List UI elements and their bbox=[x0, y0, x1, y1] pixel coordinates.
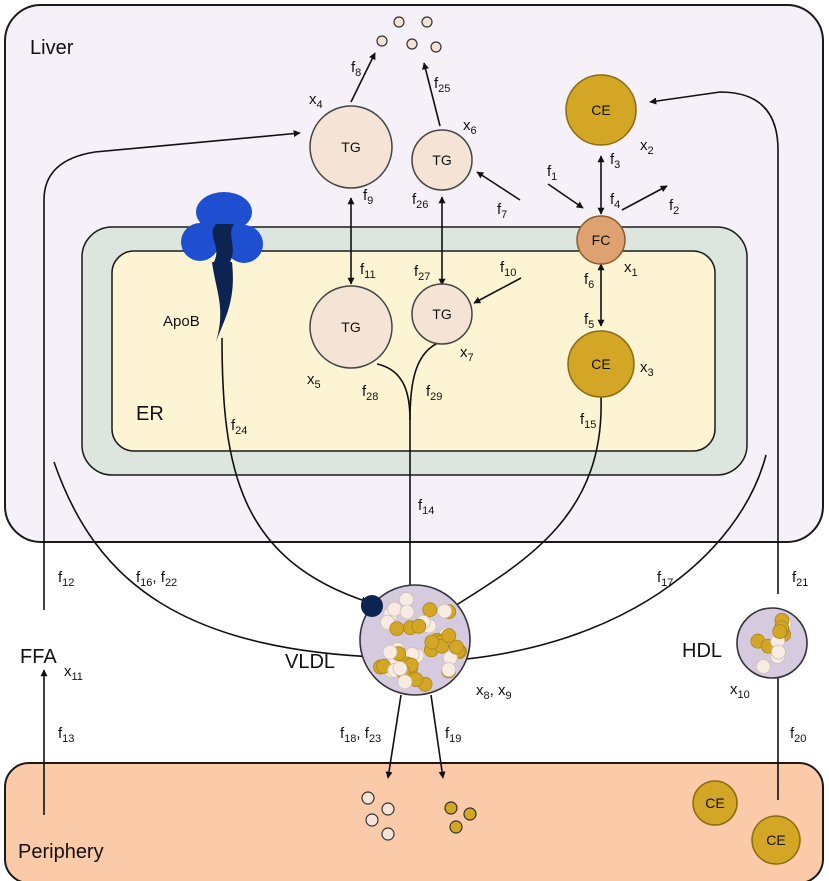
tg-droplet bbox=[387, 601, 403, 617]
ce-node-x3: CE bbox=[567, 330, 635, 398]
flux-f8: f8 bbox=[351, 59, 361, 79]
tg-droplet bbox=[441, 662, 457, 677]
ce-node-x2: CE bbox=[565, 74, 637, 146]
flux-f18-f23: f18, f23 bbox=[340, 725, 381, 745]
tg-node-x6: TG bbox=[411, 129, 473, 191]
tg-droplet bbox=[771, 644, 786, 660]
arrow-f18-f23 bbox=[385, 694, 402, 779]
ce-droplet bbox=[389, 621, 405, 636]
tg-droplet bbox=[382, 644, 398, 660]
arrow-f12 bbox=[43, 130, 301, 610]
arrow-f24 bbox=[221, 337, 369, 604]
svg-text:FC: FC bbox=[592, 232, 611, 248]
flux-f21: f21 bbox=[792, 569, 808, 589]
flux-f12: f12 bbox=[58, 569, 74, 589]
arrow-f1 bbox=[547, 183, 584, 209]
state-x11: x11 bbox=[64, 663, 83, 683]
ce-node-periphery-1: CE bbox=[692, 780, 738, 826]
svg-text:TG: TG bbox=[432, 152, 451, 168]
arrow-f8 bbox=[350, 52, 376, 103]
state-x10: x10 bbox=[730, 681, 750, 701]
flux-f1: f1 bbox=[547, 163, 557, 183]
ce-droplet bbox=[772, 624, 788, 639]
vldl-label: VLDL bbox=[285, 651, 335, 673]
ce-droplet bbox=[448, 639, 464, 655]
svg-text:TG: TG bbox=[432, 306, 451, 322]
arrow-f21 bbox=[649, 91, 779, 594]
tg-droplet bbox=[437, 603, 453, 619]
svg-text:CE: CE bbox=[766, 832, 785, 848]
ce-droplet bbox=[422, 602, 438, 618]
apob-label: ApoB bbox=[163, 313, 200, 330]
arrow-f16-f22 bbox=[53, 461, 409, 662]
flux-f6: f6 bbox=[584, 271, 594, 291]
flux-f7: f7 bbox=[497, 201, 507, 221]
arrow-f2 bbox=[621, 185, 668, 211]
tg-droplet bbox=[756, 659, 771, 674]
svg-text:TG: TG bbox=[341, 319, 360, 335]
svg-text:TG: TG bbox=[341, 139, 360, 155]
flux-f17: f17 bbox=[657, 569, 673, 589]
tg-droplet bbox=[392, 661, 408, 676]
flux-f20: f20 bbox=[790, 725, 806, 745]
periphery-label: Periphery bbox=[18, 841, 104, 863]
vldl-particle bbox=[359, 584, 471, 696]
state-x8-x9: x8, x9 bbox=[476, 682, 512, 702]
svg-text:CE: CE bbox=[591, 356, 610, 372]
tg-node-x7: TG bbox=[411, 283, 473, 345]
hdl-particle bbox=[736, 607, 808, 679]
periphery-ce-particles bbox=[444, 801, 477, 834]
svg-text:CE: CE bbox=[591, 102, 610, 118]
er-lumen bbox=[111, 250, 716, 452]
arrow-f19 bbox=[430, 694, 446, 779]
tg-node-x4: TG bbox=[309, 105, 393, 189]
ffa-label: FFA bbox=[20, 646, 57, 668]
arrow-f15 bbox=[436, 396, 602, 618]
flux-f4: f4 bbox=[610, 191, 620, 211]
tg-droplet bbox=[398, 592, 414, 607]
tg-node-x5: TG bbox=[309, 285, 393, 369]
apob-protein bbox=[181, 192, 263, 342]
arrow-f29 bbox=[409, 341, 441, 421]
ce-droplet bbox=[411, 618, 427, 634]
flux-f3: f3 bbox=[610, 151, 620, 171]
liver-label: Liver bbox=[30, 37, 74, 59]
flux-f10: f10 bbox=[500, 259, 516, 279]
tg-droplet bbox=[397, 674, 413, 690]
ce-droplet bbox=[441, 628, 457, 643]
er-label: ER bbox=[136, 403, 164, 425]
arrow-f10 bbox=[473, 277, 522, 304]
flux-f9: f9 bbox=[363, 187, 373, 207]
exported-tg-particles bbox=[376, 16, 442, 53]
flux-f19: f19 bbox=[445, 725, 461, 745]
periphery-tg-particles bbox=[361, 791, 395, 841]
flux-f2: f2 bbox=[669, 197, 679, 217]
ce-droplet bbox=[424, 634, 440, 650]
arrow-f7 bbox=[476, 171, 521, 201]
flux-f16-f22: f16, f22 bbox=[136, 569, 177, 589]
ce-node-periphery-2: CE bbox=[751, 815, 801, 865]
flux-f13: f13 bbox=[58, 725, 74, 745]
arrow-f17 bbox=[423, 454, 767, 666]
hdl-label: HDL bbox=[682, 640, 722, 662]
periphery-compartment bbox=[4, 762, 824, 881]
svg-text:CE: CE bbox=[705, 795, 724, 811]
tg-droplet bbox=[399, 604, 415, 620]
fc-node-x1: FC bbox=[576, 215, 626, 265]
arrow-f25 bbox=[422, 62, 441, 127]
flux-f5: f5 bbox=[584, 311, 594, 331]
